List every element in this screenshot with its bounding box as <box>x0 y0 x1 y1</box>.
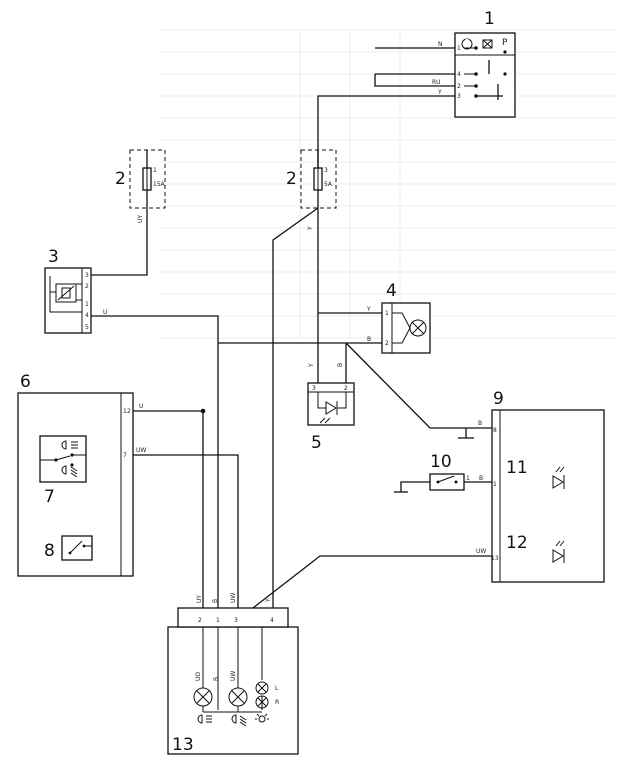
component-number-1: 1 <box>484 9 495 29</box>
wire-label-uw-lamp13: UW <box>230 671 237 681</box>
wire-label-uo-lamp: UO <box>195 672 202 681</box>
fuse-right: 3 5A <box>300 149 337 209</box>
led5-pin-3: 3 <box>312 385 316 392</box>
component-number-13: 13 <box>172 735 194 755</box>
lamp4-pin-1: 1 <box>385 310 389 317</box>
relay: 3 2 1 4 5 <box>44 267 92 334</box>
fuse-right-rating: 5A <box>324 181 333 188</box>
handlebar-switch-housing: 12 7 <box>17 392 134 577</box>
led-diode-icon <box>325 401 337 415</box>
switch1-pin-4: 4 <box>457 71 461 78</box>
component-number-4: 4 <box>386 281 397 301</box>
wire-label-b-led: B <box>337 363 344 367</box>
lowbeam-symbol-icon <box>231 714 247 727</box>
switch1-pin-2: 2 <box>457 83 461 90</box>
ignition-switch: P 1 4 2 3 N RU Y <box>432 32 516 118</box>
wire-label-n: N <box>438 41 443 48</box>
wire-label-uy: UY <box>137 215 144 223</box>
led5-pin-2: 2 <box>344 385 348 392</box>
wire-labels: UY Y U Y B Y B U UW B B UW UY B UW Y UO … <box>103 215 486 681</box>
relay-pin-5: 5 <box>85 324 89 331</box>
fuse-right-pin: 3 <box>324 167 328 174</box>
component-number-3: 3 <box>48 247 59 267</box>
led-11-icon <box>552 466 565 489</box>
wire-label-y-led: Y <box>308 363 315 368</box>
component-number-8: 8 <box>44 541 55 561</box>
wire-label-b-sw10: B <box>479 475 483 482</box>
wire-label-y-fuse: Y <box>307 226 314 231</box>
highbeam-symbol-icon <box>197 714 212 724</box>
led-12-icon <box>552 540 565 563</box>
conn9-pin-1: 1 <box>493 481 497 488</box>
wire-label-u-relay: U <box>103 309 107 316</box>
box6-pin-7: 7 <box>123 452 127 459</box>
component-numbers: 1 2 2 3 4 5 6 7 8 9 10 11 12 13 <box>20 9 528 755</box>
parking-light-symbol-icon <box>255 713 269 723</box>
relay-pin-3: 3 <box>85 272 89 279</box>
wire-label-uw-13: UW <box>230 593 237 603</box>
relay-pin-2: 2 <box>85 283 89 290</box>
wire-label-y-lamp: Y <box>366 306 371 313</box>
wire-label-b-lamp13: B <box>213 677 220 681</box>
wire-label-ru: RU <box>432 79 441 86</box>
fuse-left: 1 15A <box>129 149 166 209</box>
fuse-left-pin: 1 <box>153 167 157 174</box>
label-r: R <box>275 699 279 706</box>
conn9-pin-8: 8 <box>493 427 497 434</box>
wire-label-b-lamp: B <box>367 336 371 343</box>
conn13-pin-3: 3 <box>234 617 238 624</box>
sw10-pin: 1 <box>466 475 470 482</box>
component-number-2b: 2 <box>286 169 297 189</box>
relay-pin-4: 4 <box>85 312 89 319</box>
conn9-pin-13: 13 <box>491 555 499 562</box>
indicator-led: 3 2 <box>307 382 355 426</box>
instrument-connector: 8 1 13 <box>491 409 605 583</box>
position-bulb-icon <box>255 681 269 709</box>
fuse-left-rating: 15A <box>153 181 166 188</box>
wire-label-b-13: B <box>212 599 219 603</box>
component-number-12: 12 <box>506 533 528 553</box>
label-l: L <box>275 685 279 692</box>
component-number-2a: 2 <box>115 169 126 189</box>
wire-label-y-switch: Y <box>437 89 442 96</box>
switch1-header-p: P <box>502 38 508 48</box>
wire-label-uw-box6: UW <box>136 447 146 454</box>
lock-symbol-icon <box>482 39 493 49</box>
wire-label-b-conn9: B <box>478 420 482 427</box>
component-number-6: 6 <box>20 372 31 392</box>
conn13-pin-4: 4 <box>270 617 274 624</box>
component-number-5: 5 <box>311 433 322 453</box>
component-number-11: 11 <box>506 458 528 478</box>
component-number-9: 9 <box>493 389 504 409</box>
wire-label-y-13: Y <box>265 598 272 603</box>
component-number-7: 7 <box>44 487 55 507</box>
warning-lamp: 1 2 <box>381 302 431 354</box>
lamp4-pin-2: 2 <box>385 340 389 347</box>
headlight-beam-icon <box>61 440 78 478</box>
switch1-pin-1: 1 <box>457 45 461 52</box>
headlamp-unit: 2 1 3 4 <box>167 607 299 755</box>
wire-label-uy-13: UY <box>196 595 203 603</box>
wire-label-uw-conn9: UW <box>476 548 486 555</box>
box6-pin-12: 12 <box>123 408 131 415</box>
conn13-pin-1: 1 <box>216 617 220 624</box>
brake-switch: 1 <box>429 473 470 491</box>
component-number-10: 10 <box>430 452 452 472</box>
switch1-pin-3: 3 <box>457 93 461 100</box>
wire-label-u-box6: U <box>139 403 143 410</box>
conn13-pin-2: 2 <box>198 617 202 624</box>
relay-pin-1: 1 <box>85 301 89 308</box>
